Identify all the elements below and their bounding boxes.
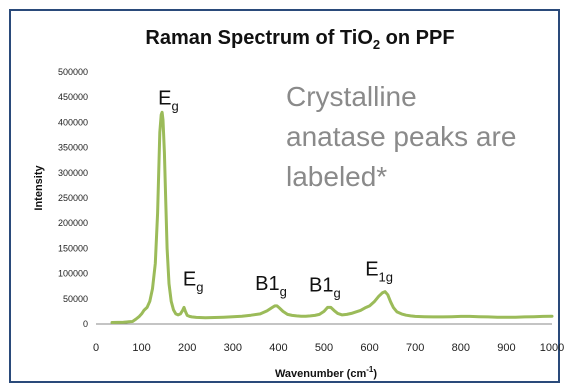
x-tick-label: 600: [360, 342, 378, 354]
peak-label: Eg: [183, 268, 204, 294]
x-tick-label: 100: [132, 342, 150, 354]
x-tick-label: 700: [406, 342, 424, 354]
y-tick-label: 150000: [58, 243, 88, 253]
y-tick-label: 50000: [63, 294, 88, 304]
y-tick-label: 300000: [58, 168, 88, 178]
x-axis-ticks: 0 100 200 300 400 500 600 700 800 900 1000: [93, 342, 564, 354]
x-tick-label: 800: [452, 342, 470, 354]
x-tick-label: 0: [93, 342, 99, 354]
y-tick-label: 200000: [58, 218, 88, 228]
peak-label: B1g: [255, 273, 287, 299]
y-tick-label: 350000: [58, 143, 88, 153]
y-axis-label: Intensity: [33, 165, 45, 211]
y-tick-label: 450000: [58, 92, 88, 102]
peak-label: Eg: [158, 87, 179, 113]
x-tick-label: 300: [224, 342, 242, 354]
y-tick-label: 250000: [58, 193, 88, 203]
chart-title: Raman Spectrum of TiO2 on PPF: [145, 27, 454, 52]
annotation-line-2: anatase peaks are: [286, 121, 516, 152]
x-axis-label: Wavenumber (cm-1): [275, 365, 377, 380]
chart-frame: [9, 9, 560, 383]
peak-label: E1g: [365, 259, 393, 285]
x-tick-label: 200: [178, 342, 196, 354]
x-tick-label: 1000: [540, 342, 564, 354]
y-tick-label: 500000: [58, 67, 88, 77]
x-tick-label: 500: [315, 342, 333, 354]
annotation-line-1: Crystalline: [286, 81, 417, 112]
x-tick-label: 900: [497, 342, 515, 354]
annotation-text: Crystalline anatase peaks are labeled*: [286, 81, 524, 192]
peak-label: B1g: [309, 274, 341, 300]
x-tick-label: 400: [269, 342, 287, 354]
y-tick-label: 400000: [58, 117, 88, 127]
y-axis-ticks: 0 50000 100000 150000 200000 250000 300000 3500…: [58, 67, 88, 329]
spectrum-line: [110, 110, 554, 324]
y-tick-label: 0: [83, 319, 88, 329]
annotation-line-3: labeled*: [286, 161, 387, 192]
y-tick-label: 100000: [58, 269, 88, 279]
